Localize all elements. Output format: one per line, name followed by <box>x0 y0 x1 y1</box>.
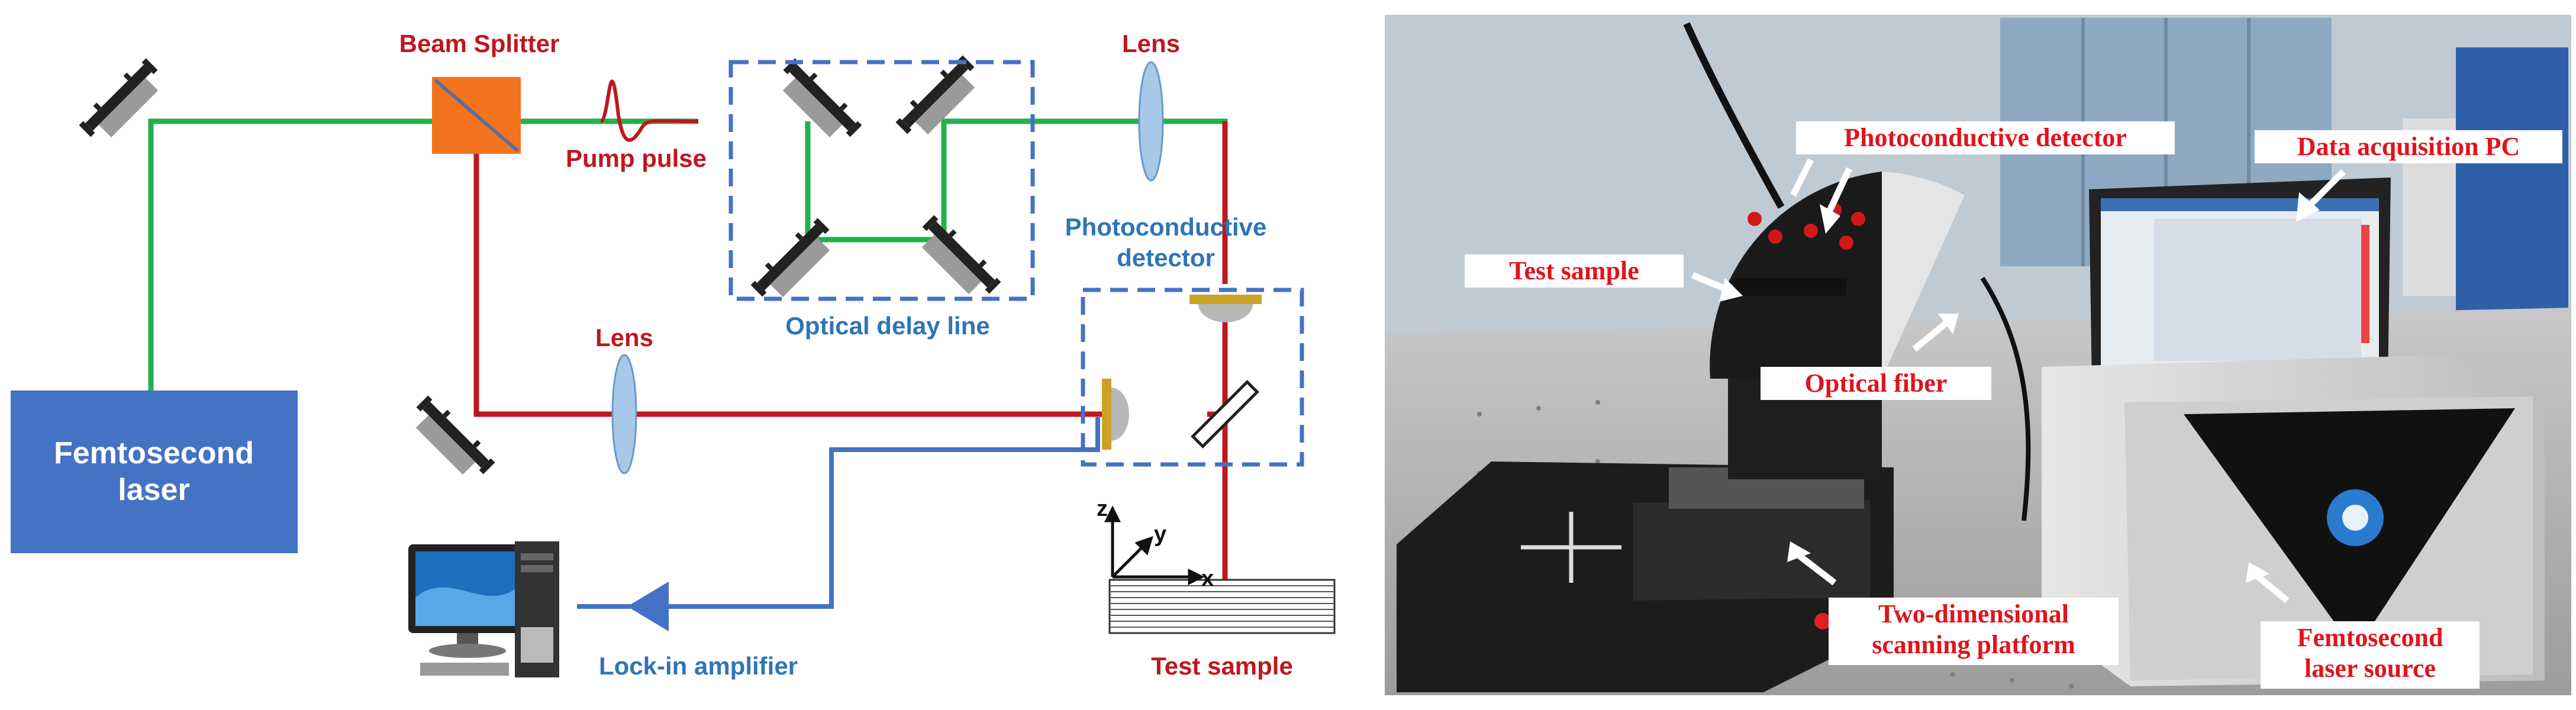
axis-x-label: x <box>1201 566 1214 591</box>
arrow-pc-icon <box>2296 192 2320 222</box>
test-sample-label: Test sample <box>1151 652 1293 680</box>
femtosecond-laser-box <box>11 390 298 553</box>
optical-delay-line-label: Optical delay line <box>785 312 989 340</box>
photo-label-data-acquisition-pc: Data acquisition PC <box>2255 130 2562 163</box>
photo-label-two-dimensional-platform: Two-dimensional scanning platform <box>1829 598 2119 665</box>
arrow-platform-icon <box>1787 541 1811 562</box>
photoconductive-detector-box <box>1081 288 1304 467</box>
lens-middle-label: Lens <box>595 324 653 351</box>
arrow-fiber-icon <box>1938 314 1959 334</box>
laser-label-line1: Femtosecond <box>54 436 254 470</box>
photo-label-femtosecond-line1: Femtosecond <box>2297 623 2443 652</box>
detector-side-icon <box>1102 379 1129 450</box>
photo-label-femtosecond-laser-source: Femtosecond laser source <box>2261 621 2480 689</box>
test-sample-icon <box>1108 579 1336 634</box>
photo-label-two-dimensional-line1: Two-dimensional <box>1878 599 2069 628</box>
signal-arrow-icon <box>627 582 669 631</box>
laser-label-line2: laser <box>118 473 189 507</box>
beam-splitter-icon <box>432 77 521 154</box>
photo-label-two-dimensional-line2: scanning platform <box>1872 630 2075 659</box>
lens-middle-icon <box>611 354 637 475</box>
lock-in-amplifier-label: Lock-in amplifier <box>599 652 798 680</box>
photo-label-femtosecond-line2: laser source <box>2304 654 2436 683</box>
optical-delay-line-box <box>728 60 1035 301</box>
laser-source-object <box>2042 355 2545 686</box>
red-beam-path <box>473 121 1228 580</box>
photo-arrows <box>1691 158 2346 604</box>
scanning-platform-object <box>1397 462 1894 692</box>
computer-icon <box>408 541 559 677</box>
axis-y-label: y <box>1154 522 1166 547</box>
photo-label-test-sample: Test sample <box>1465 254 1684 288</box>
splitter-plate-icon <box>1191 380 1259 448</box>
lens-top-label: Lens <box>1122 30 1180 57</box>
thz-schematic-diagram: Femtosecond laser Beam Splitter Pump pul… <box>11 30 1336 680</box>
photo-label-photoconductive-detector: Photoconductive detector <box>1796 121 2175 154</box>
xyz-axes-icon <box>1104 505 1205 586</box>
red-light-icon <box>1814 613 1831 630</box>
detector-label-line1: Photoconductive <box>1065 213 1267 241</box>
pump-pulse-waveform-icon <box>599 79 699 142</box>
arrow-photoconductive-icon <box>1820 204 1840 234</box>
arrow-laser-icon <box>2246 562 2269 583</box>
axis-z-label: z <box>1097 496 1108 521</box>
beam-splitter-label: Beam Splitter <box>399 30 560 57</box>
pump-pulse-label: Pump pulse <box>566 144 707 172</box>
photo-label-optical-fiber: Optical fiber <box>1761 367 1991 400</box>
detector-label-line2: detector <box>1117 244 1215 272</box>
detector-top-icon <box>1189 295 1262 322</box>
lens-top-icon <box>1138 61 1164 182</box>
arrow-test-sample-icon <box>1719 278 1743 302</box>
